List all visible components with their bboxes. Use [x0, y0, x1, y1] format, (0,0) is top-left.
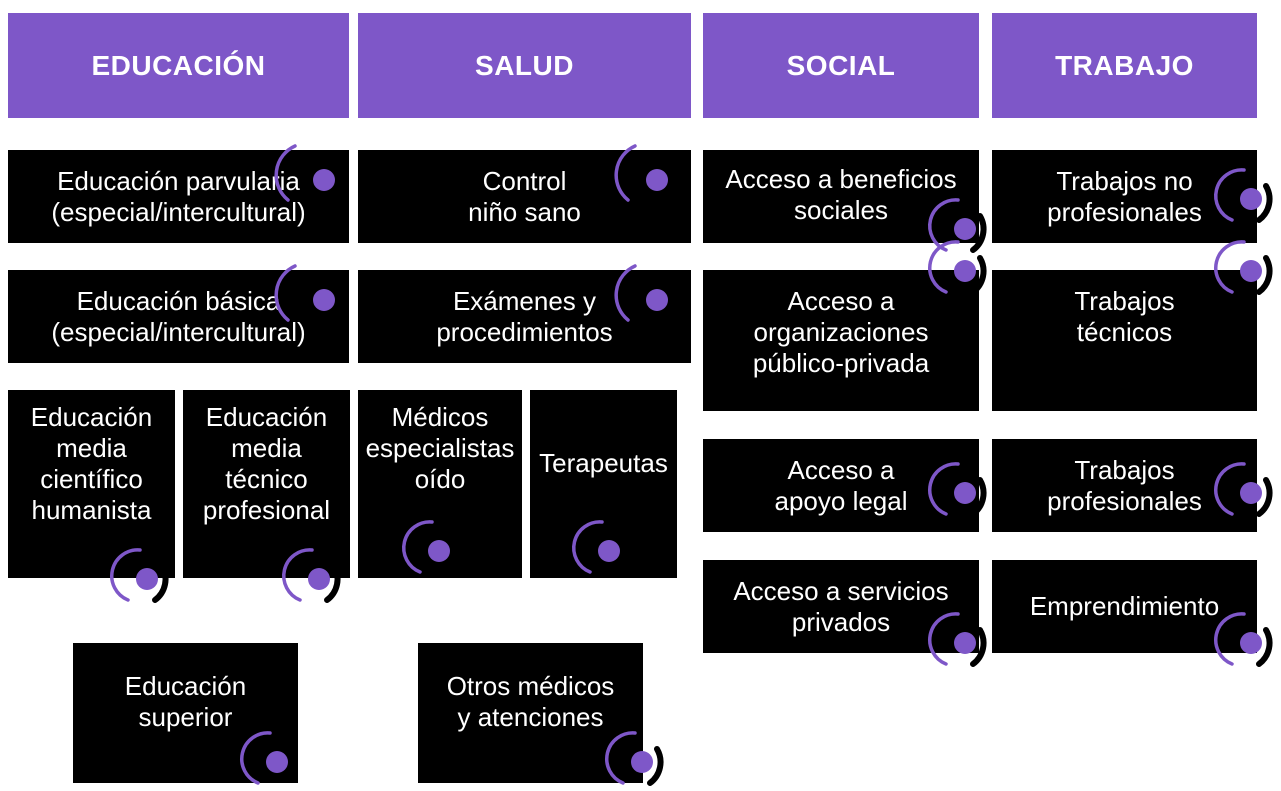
card-educacion-parvularia: Educación parvularia (especial/intercult…	[8, 150, 349, 243]
card-label: Trabajos profesionales	[1047, 454, 1202, 516]
card-label: Control niño sano	[468, 165, 581, 227]
card-acceso-organizaciones: Acceso a organizaciones público-privada	[703, 270, 979, 411]
circle-progress-icon	[928, 612, 988, 672]
card-control-nino-sano: Control niño sano	[358, 150, 691, 243]
card-label: Acceso a servicios privados	[733, 575, 949, 637]
card-terapeutas: Terapeutas	[530, 390, 677, 578]
circle-progress-icon	[1214, 168, 1274, 228]
card-label: Educación media técnico profesional	[202, 402, 331, 525]
header-social: SOCIAL	[703, 13, 979, 118]
card-educacion-media-ch: Educación media científico humanista	[8, 390, 175, 578]
card-trabajos-no-profesionales: Trabajos no profesionales	[992, 150, 1257, 243]
card-label: Acceso a apoyo legal	[774, 454, 908, 516]
circle-progress-icon	[605, 731, 665, 791]
circle-progress-icon	[240, 731, 300, 791]
card-label: Educación superior	[124, 671, 247, 732]
card-label: Educación media científico humanista	[30, 402, 153, 525]
card-trabajos-profesionales: Trabajos profesionales	[992, 439, 1257, 532]
card-label: Acceso a beneficios sociales	[725, 163, 957, 225]
card-label: Trabajos técnicos	[1074, 286, 1175, 347]
circle-progress-icon	[928, 240, 988, 300]
card-educacion-media-tp: Educación media técnico profesional	[183, 390, 350, 578]
circle-progress-icon	[1214, 240, 1274, 300]
card-educacion-basica: Educación básica (especial/intercultural…	[8, 270, 349, 363]
card-label: Terapeutas	[539, 448, 668, 478]
card-label: Educación básica (especial/intercultural…	[51, 285, 306, 347]
card-label: Exámenes y procedimientos	[436, 285, 613, 347]
circle-progress-icon	[928, 198, 988, 258]
header-trabajo: TRABAJO	[992, 13, 1257, 118]
circle-progress-icon	[1214, 462, 1274, 522]
header-salud: SALUD	[358, 13, 691, 118]
circle-progress-icon	[572, 520, 632, 580]
card-emprendimiento: Emprendimiento	[992, 560, 1257, 653]
circle-progress-icon	[274, 144, 340, 210]
circle-progress-icon	[1214, 612, 1274, 672]
card-acceso-beneficios: Acceso a beneficios sociales	[703, 150, 979, 243]
card-label: Acceso a organizaciones público-privada	[752, 286, 930, 378]
card-educacion-superior: Educación superior	[73, 643, 298, 783]
card-trabajos-tecnicos: Trabajos técnicos	[992, 270, 1257, 411]
card-label: Trabajos no profesionales	[1047, 165, 1202, 227]
card-label: Médicos especialistas oído	[365, 402, 515, 494]
card-examenes-procedimientos: Exámenes y procedimientos	[358, 270, 691, 363]
circle-progress-icon	[614, 264, 684, 330]
circle-progress-icon	[614, 144, 684, 210]
card-label: Emprendimiento	[1029, 591, 1220, 621]
header-educacion: EDUCACIÓN	[8, 13, 349, 118]
card-label: Educación parvularia (especial/intercult…	[51, 165, 306, 227]
circle-progress-icon	[928, 462, 988, 522]
circle-progress-icon	[282, 548, 342, 608]
card-acceso-servicios-privados: Acceso a servicios privados	[703, 560, 979, 653]
card-acceso-apoyo-legal: Acceso a apoyo legal	[703, 439, 979, 532]
card-label: Otros médicos y atenciones	[446, 671, 615, 732]
circle-progress-icon	[274, 264, 340, 330]
circle-progress-icon	[402, 520, 462, 580]
circle-progress-icon	[110, 548, 170, 608]
